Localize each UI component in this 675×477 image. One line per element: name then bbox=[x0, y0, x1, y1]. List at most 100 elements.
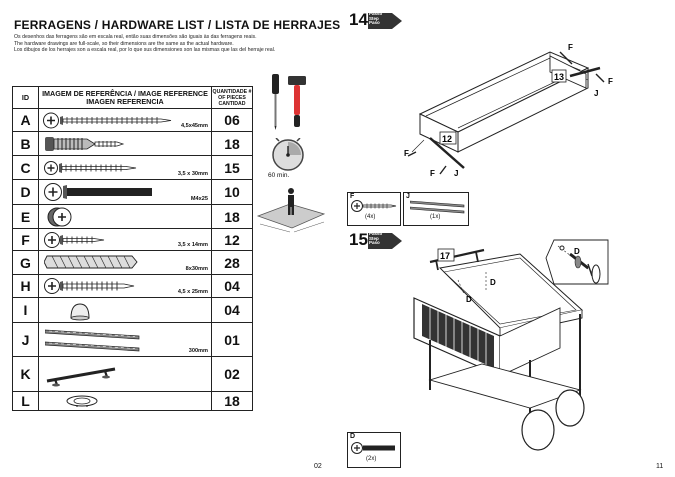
step-label-pt: Passo bbox=[369, 231, 383, 236]
row-id: E bbox=[12, 204, 39, 229]
note-en: The hardware drawings are full-scale, so… bbox=[14, 40, 234, 47]
step-14-drawer-illustration: 13 12 F F J F F J bbox=[404, 43, 613, 178]
page-number-right: 11 bbox=[656, 463, 664, 470]
part-count: (4x) bbox=[365, 214, 376, 220]
row-qty: 10 bbox=[211, 179, 253, 205]
step-label-pt: Passo bbox=[369, 11, 383, 16]
callout-f-4: F bbox=[430, 169, 435, 178]
header-id: ID bbox=[12, 86, 39, 109]
row-id: K bbox=[12, 356, 39, 392]
step-label-es: Paso bbox=[369, 240, 380, 246]
step-14-part-j: J (1x) bbox=[403, 192, 469, 226]
table-row: B 18 bbox=[12, 131, 253, 156]
row-qty: 04 bbox=[211, 297, 253, 323]
row-size: 4,5x45mm bbox=[180, 123, 208, 129]
step-14-number: 14 bbox=[349, 10, 368, 29]
row-qty: 12 bbox=[211, 228, 253, 251]
step-15-part-d: D (2x) bbox=[347, 432, 401, 468]
row-id: G bbox=[12, 250, 39, 275]
row-id: I bbox=[12, 297, 39, 323]
table-row: H 4,5 x 25mm 04 bbox=[12, 274, 253, 298]
part-id: F bbox=[350, 193, 355, 200]
row-id: H bbox=[12, 274, 39, 298]
table-row: F 3,5 x 14mm 12 bbox=[12, 228, 253, 251]
row-qty: 18 bbox=[211, 131, 253, 156]
row-size: 3,5 x 14mm bbox=[177, 242, 208, 248]
callout-f-1: F bbox=[568, 43, 573, 52]
row-size: 300mm bbox=[188, 348, 208, 354]
bolt-icon bbox=[44, 183, 152, 201]
table-row: G 8x30mm 28 bbox=[12, 250, 253, 275]
page-number-left: 02 bbox=[314, 463, 322, 470]
row-size: M4x25 bbox=[190, 196, 208, 202]
note-es: Los dibujos de los herrajes son a escala… bbox=[14, 47, 276, 53]
step-15-cart-illustration: 17 D D bbox=[413, 248, 585, 451]
step-14-badge bbox=[348, 11, 402, 31]
row-id: B bbox=[12, 131, 39, 156]
table-row: A 4,5x45mm 06 bbox=[12, 108, 253, 132]
step-14-part-f: F (4x) bbox=[347, 192, 401, 226]
step-label-en: Step bbox=[369, 15, 379, 21]
bolt-icon bbox=[351, 442, 395, 454]
table-row: J 300mm 01 bbox=[12, 322, 253, 357]
part-count: (2x) bbox=[366, 456, 377, 462]
hardware-table: ID IMAGEM DE REFERÊNCIA / IMAGE REFERENC… bbox=[12, 86, 253, 411]
step-15-number: 15 bbox=[349, 230, 368, 249]
header-qty: QUANTIDADE # OF PIECES CANTIDAD bbox=[211, 86, 253, 109]
step-label-es: Paso bbox=[369, 20, 380, 26]
row-qty: 18 bbox=[211, 204, 253, 229]
row-qty: 04 bbox=[211, 274, 253, 298]
row-size: 4,5 x 25mm bbox=[177, 289, 208, 295]
callout-j-1: J bbox=[594, 89, 598, 98]
row-size: 3,5 x 30mm bbox=[177, 171, 208, 177]
handle-icon bbox=[46, 367, 116, 387]
screw-short-icon bbox=[44, 232, 105, 248]
table-row: I 04 bbox=[12, 297, 253, 323]
row-id: D bbox=[12, 179, 39, 205]
row-id: F bbox=[12, 228, 39, 251]
callout-17: 17 bbox=[440, 251, 450, 261]
screw-medium-icon bbox=[44, 161, 137, 175]
step-14-label: Passo Step Paso bbox=[369, 11, 383, 26]
page-title: FERRAGENS / HARDWARE LIST / LISTA DE HER… bbox=[14, 18, 341, 32]
step-label-en: Step bbox=[369, 235, 379, 241]
screw-short-icon bbox=[351, 200, 397, 212]
note-pt: Os desenhos das ferragens são em escala … bbox=[14, 34, 257, 40]
table-row: L 18 bbox=[12, 391, 253, 411]
clock-icon bbox=[272, 138, 304, 171]
callout-f-3: F bbox=[404, 149, 409, 158]
part-id: D bbox=[350, 433, 356, 440]
row-qty: 15 bbox=[211, 155, 253, 180]
cap-cover-icon bbox=[66, 395, 98, 407]
row-qty: 02 bbox=[211, 356, 253, 392]
tools-hammer-screwdriver-icon bbox=[272, 74, 306, 130]
row-qty: 28 bbox=[211, 250, 253, 275]
callout-12: 12 bbox=[442, 134, 452, 144]
assembly-time: 60 min. bbox=[268, 172, 290, 179]
callout-d-2: D bbox=[490, 278, 496, 287]
row-id: C bbox=[12, 155, 39, 180]
furniture-foot-icon bbox=[70, 303, 90, 321]
drawer-slide-icon bbox=[45, 329, 140, 352]
step-15-label: Passo Step Paso bbox=[369, 231, 383, 246]
row-qty: 18 bbox=[211, 391, 253, 411]
row-qty: 06 bbox=[211, 108, 253, 132]
wooden-dowel-icon bbox=[44, 255, 138, 269]
row-qty: 01 bbox=[211, 322, 253, 357]
cam-lock-icon bbox=[47, 207, 72, 227]
assembly-space-icon bbox=[256, 188, 326, 233]
header-image: IMAGEM DE REFERÊNCIA / IMAGE REFERENCE I… bbox=[38, 86, 212, 109]
step-15-bolt-inset: D bbox=[545, 239, 609, 285]
table-row: D M4x25 10 bbox=[12, 179, 253, 205]
part-id: J bbox=[406, 193, 410, 200]
callout-d-inset: D bbox=[574, 247, 580, 256]
row-id: L bbox=[12, 391, 39, 411]
row-size: 8x30mm bbox=[185, 266, 208, 272]
callout-j-2: J bbox=[454, 169, 458, 178]
table-row: C 3,5 x 30mm 15 bbox=[12, 155, 253, 180]
wooden-dowel-screw-icon bbox=[45, 137, 125, 151]
screw-wood-icon bbox=[44, 278, 135, 294]
callout-d-1: D bbox=[466, 295, 472, 304]
screw-long-icon bbox=[43, 112, 172, 129]
drawer-slide-icon bbox=[410, 200, 465, 214]
